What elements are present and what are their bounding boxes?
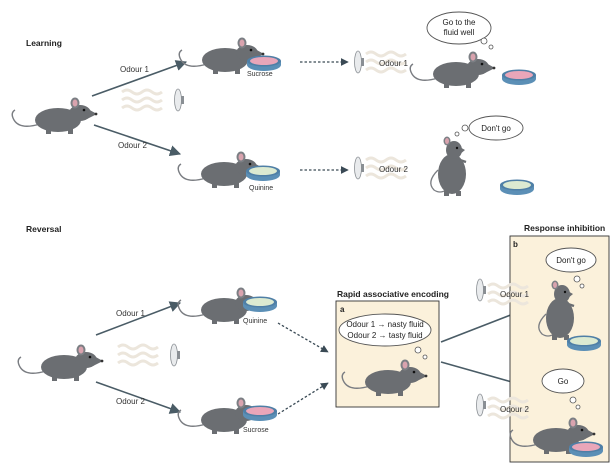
arrow-reversal-odour1 xyxy=(95,301,182,336)
quinine-dish-test xyxy=(500,179,534,195)
thought-dont-go-learning: Don't go xyxy=(481,124,511,133)
quinine-dish xyxy=(246,165,280,181)
quinine-dish-inhibition xyxy=(567,335,601,351)
odour-source-inhibition1 xyxy=(476,278,487,302)
quinine-label-learning: Quinine xyxy=(249,185,273,192)
arrow-learning-odour2 xyxy=(93,124,182,157)
start-rat-learning xyxy=(11,96,99,135)
learning-odour1-label: Odour 1 xyxy=(120,65,149,74)
inhibition-odour2-label: Odour 2 xyxy=(500,405,529,414)
thought-bubble-go-inhibition xyxy=(541,368,585,410)
thought-bubble-encoding xyxy=(338,313,432,360)
dotted-arrow-reversal-top xyxy=(277,322,329,353)
sucrose-dish-reversal xyxy=(243,405,277,421)
thought-dont-go-inhibition: Don't go xyxy=(556,256,586,265)
odour-source-learning xyxy=(174,88,185,112)
odour-waves-reversal xyxy=(116,343,160,367)
reversal-title: Reversal xyxy=(26,224,61,234)
panel-b-letter: b xyxy=(513,240,518,249)
odour-source-inhibition2 xyxy=(476,393,487,417)
encoding-line1: Odour 1 → nasty fluid xyxy=(346,320,423,329)
odour-waves-learning xyxy=(120,88,164,112)
odour-source-test1 xyxy=(354,50,365,74)
panel-a-letter: a xyxy=(340,305,345,314)
sucrose-label-learning: Sucrose xyxy=(247,71,273,78)
thought-bubble-dont-go-inhibition xyxy=(545,247,597,289)
sucrose-label-reversal: Sucrose xyxy=(243,427,269,434)
thought-bubble-dont-go xyxy=(454,115,524,141)
quinine-label-reversal: Quinine xyxy=(243,318,267,325)
inhibition-odour1-label: Odour 1 xyxy=(500,290,529,299)
encoding-line2: Odour 2 → tasty fluid xyxy=(347,331,422,340)
odour-source-reversal xyxy=(170,343,181,367)
reversal-odour1-label: Odour 1 xyxy=(116,309,145,318)
start-rat-reversal xyxy=(17,343,105,382)
thought-bubble-go xyxy=(426,11,494,50)
arrow-learning-odour1 xyxy=(91,60,188,97)
sucrose-dish xyxy=(247,55,281,71)
sucrose-dish-inhibition xyxy=(569,441,603,457)
rat-upright-refusing xyxy=(429,135,468,198)
arrow-reversal-odour2 xyxy=(95,381,182,414)
dotted-arrow-reversal-bottom xyxy=(277,382,329,415)
learning-title: Learning xyxy=(26,38,62,48)
sucrose-dish-test xyxy=(502,69,536,85)
learning-odour2-label: Odour 2 xyxy=(118,141,147,150)
thought-go-line2: fluid well xyxy=(444,28,475,37)
test-odour2-label: Odour 2 xyxy=(379,165,408,174)
test-odour1-label: Odour 1 xyxy=(379,59,408,68)
encoding-title: Rapid associative encoding xyxy=(337,289,449,299)
reversal-odour2-label: Odour 2 xyxy=(116,397,145,406)
rat-approaching xyxy=(409,50,497,89)
quinine-dish-reversal xyxy=(243,296,277,312)
thought-go-inhibition: Go xyxy=(558,377,569,386)
odour-source-test2 xyxy=(354,156,365,180)
inhibition-title: Response inhibition xyxy=(524,223,605,233)
thought-go-line1: Go to the xyxy=(443,18,476,27)
